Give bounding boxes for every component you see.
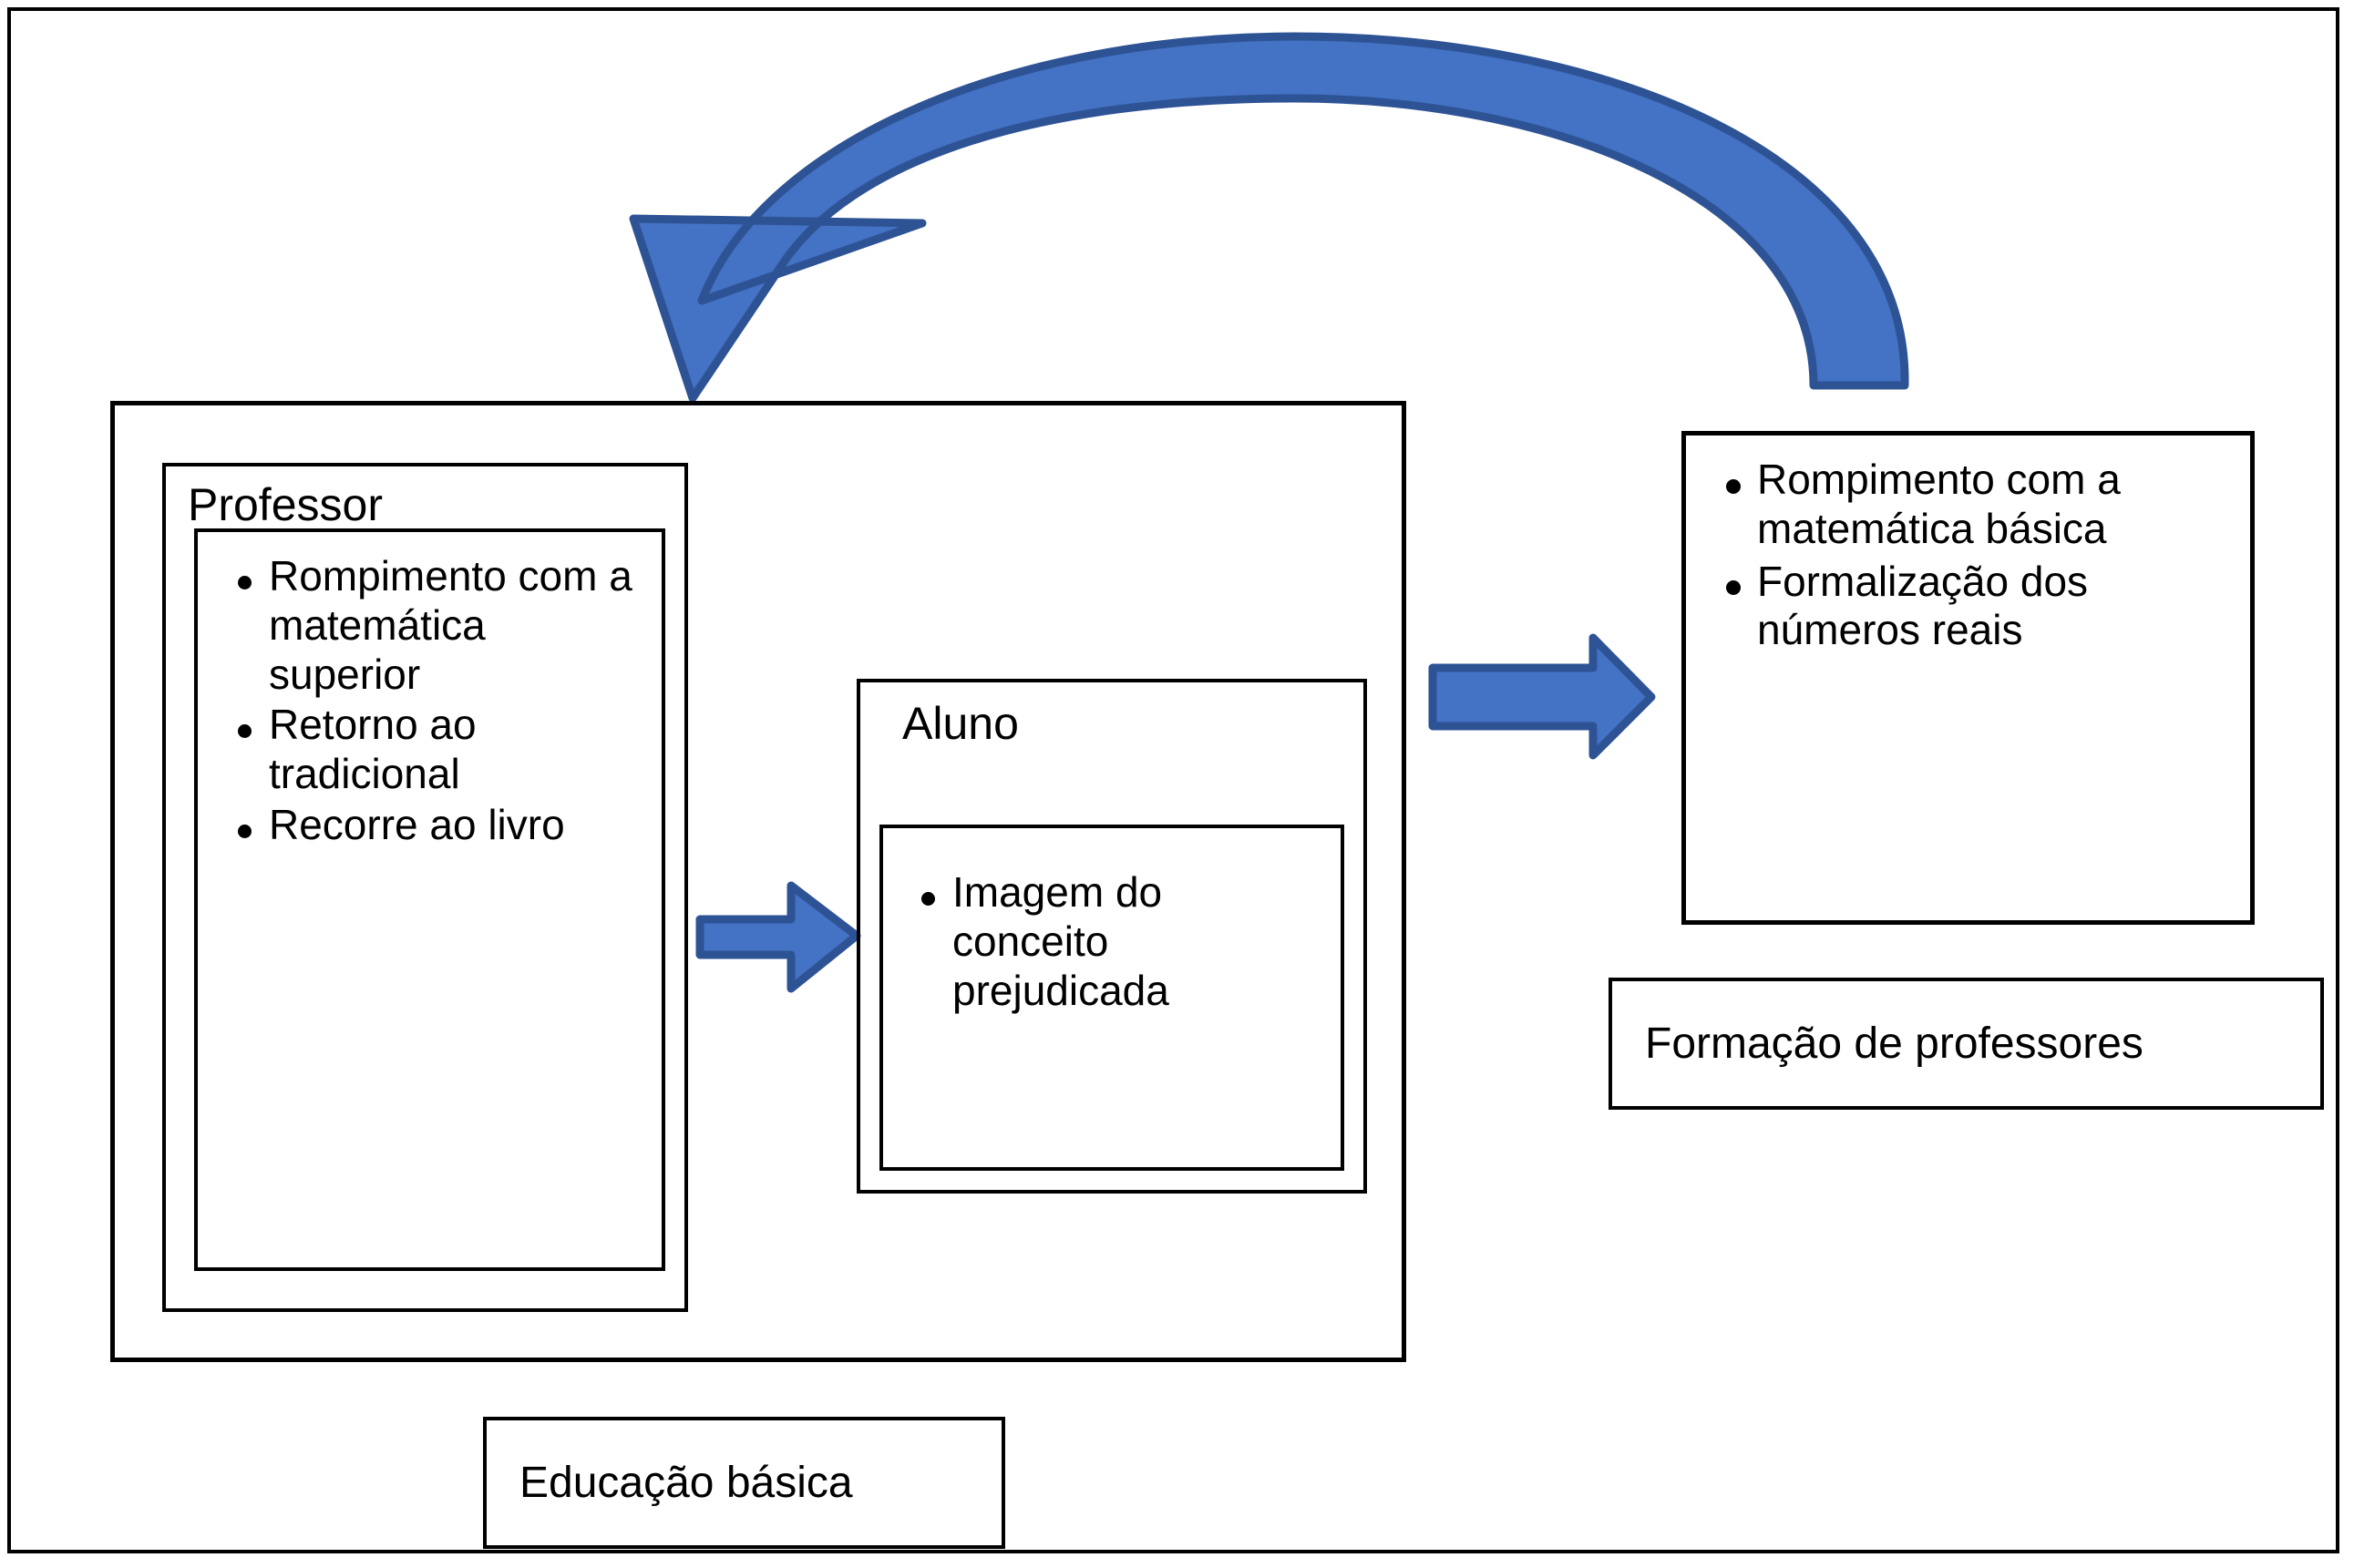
- aluno-box: [857, 679, 1367, 1194]
- professor-box: [162, 463, 688, 1312]
- resultados-box: Rompimento com a matemática básica Forma…: [1681, 431, 2255, 925]
- professor-bullet-list: Rompimento com a matemática superior Ret…: [234, 552, 640, 852]
- aluno-title: Aluno: [902, 698, 1019, 749]
- professor-bullets-box: Rompimento com a matemática superior Ret…: [194, 528, 665, 1271]
- list-item: Retorno ao tradicional: [234, 701, 640, 799]
- educacao-basica-box: Educação básica: [483, 1417, 1005, 1549]
- list-item: Recorre ao livro: [234, 801, 640, 850]
- aluno-bullet-list: Imagem do conceito prejudicada: [918, 868, 1322, 1015]
- formacao-de-professores-box: Formação de professores: [1609, 978, 2324, 1110]
- formacao-de-professores-label: Formação de professores: [1645, 1020, 2143, 1068]
- page-frame: [7, 7, 2339, 1553]
- professor-title: Professor: [188, 479, 383, 530]
- educacao-basica-label: Educação básica: [519, 1459, 853, 1507]
- list-item: Rompimento com a matemática básica: [1722, 456, 2230, 554]
- resultados-bullet-list: Rompimento com a matemática básica Forma…: [1722, 456, 2230, 659]
- list-item: Rompimento com a matemática superior: [234, 552, 640, 699]
- list-item: Imagem do conceito prejudicada: [918, 868, 1322, 1015]
- aluno-bullets-box: Imagem do conceito prejudicada: [879, 825, 1344, 1171]
- educacao-basica-container: [110, 401, 1406, 1362]
- list-item: Formalização dos números reais: [1722, 558, 2230, 656]
